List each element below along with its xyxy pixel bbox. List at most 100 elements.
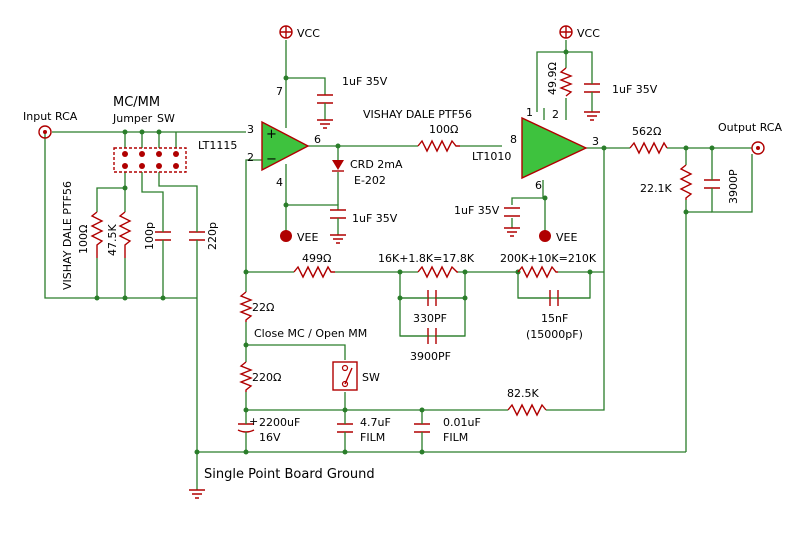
jumper-label: Jumper: [112, 112, 153, 125]
pin-u2-8: 8: [510, 133, 517, 146]
r82k5-label: 82.5K: [507, 387, 539, 400]
c15nf-alt-label: (15000pF): [526, 328, 583, 341]
c3900pf-label: 3900PF: [410, 350, 451, 363]
vee-label-left: VEE: [297, 231, 318, 244]
c0u01-type-label: FILM: [443, 431, 468, 444]
r49-9-label: 49.9Ω: [546, 62, 559, 95]
cap-plus-sign: +: [249, 415, 258, 428]
resistor-562: [629, 141, 668, 155]
ground-symbols: [189, 111, 600, 499]
r22-label: 22Ω: [252, 301, 274, 314]
cap-u2-bottom: [504, 207, 520, 217]
resistor-47k5: [118, 211, 132, 258]
crd-diode: [332, 160, 344, 172]
pin-u1-7: 7: [276, 85, 283, 98]
cap-u1-bottom: [330, 209, 346, 219]
pin-u2-1: 1: [526, 106, 533, 119]
junctions: [94, 49, 715, 455]
c15nf-label: 15nF: [541, 312, 568, 325]
cap-0u01: [414, 423, 430, 433]
opamp-plus-sign: +: [266, 127, 277, 142]
vishay-side-label: VISHAY DALE PTF56: [61, 181, 74, 290]
input-rca-connector: [38, 125, 52, 139]
resistor-100-top: [417, 139, 460, 153]
vcc-label-right: VCC: [577, 27, 600, 40]
r100-top-label: 100Ω: [429, 123, 458, 136]
input-rca-label: Input RCA: [23, 110, 78, 123]
lt1010-label: LT1010: [472, 150, 511, 163]
r100-side-label: 100Ω: [77, 225, 90, 254]
vee-label-right: VEE: [556, 231, 577, 244]
resistor-22: [239, 291, 253, 322]
lt1115-label: LT1115: [198, 139, 237, 152]
pin-u1-4: 4: [276, 176, 283, 189]
r562-label: 562Ω: [632, 125, 661, 138]
r17k8-label: 16K+1.8K=17.8K: [378, 252, 475, 265]
cap-u1-top: [317, 94, 333, 104]
pin-u2-6: 6: [535, 179, 542, 192]
c2200u-label: 2200uF: [259, 416, 300, 429]
cap-4u7: [337, 423, 353, 433]
c3900p-out-label: 3900P: [727, 169, 740, 204]
resistor-100-side: [90, 211, 104, 258]
output-rca-label: Output RCA: [718, 121, 782, 134]
resistor-82k5: [507, 403, 547, 417]
cap-3900p-out: [704, 179, 720, 189]
resistor-17k8: [417, 265, 458, 279]
pin-u1-2: 2: [247, 151, 254, 164]
mc-mm-switch: [332, 361, 358, 391]
resistor-49-9: [559, 67, 573, 97]
ground-label: Single Point Board Ground: [204, 467, 375, 482]
vcc-label-left: VCC: [297, 27, 320, 40]
cap-u2-top: [584, 83, 600, 93]
e202-label: E-202: [354, 174, 386, 187]
r47k5-label: 47.5K: [106, 224, 119, 256]
resistor-210k: [517, 265, 558, 279]
resistor-22-1k: [679, 164, 693, 200]
pin-u1-3: 3: [247, 123, 254, 136]
sw-bottom-label: SW: [362, 371, 380, 384]
pin-u2-2: 2: [552, 108, 559, 121]
c0u01-label: 0.01uF: [443, 416, 481, 429]
cap-220p: [189, 231, 205, 241]
opamp-minus-sign: −: [266, 152, 277, 167]
opamp-lt1115: [261, 120, 310, 172]
c2200u-v-label: 16V: [259, 431, 281, 444]
sw-top-label: SW: [157, 112, 175, 125]
r210k-label: 200K+10K=210K: [500, 252, 597, 265]
vcc-symbol-left: [279, 25, 293, 39]
output-rca-connector: [751, 141, 765, 155]
c4u7-label: 4.7uF: [360, 416, 391, 429]
resistor-220: [239, 361, 253, 392]
pin-u1-6: 6: [314, 133, 321, 146]
c220p-label: 220p: [206, 222, 219, 250]
vishay-top-label: VISHAY DALE PTF56: [363, 108, 472, 121]
vcc-symbol-right: [559, 25, 573, 39]
resistor-499: [293, 265, 335, 279]
cap-u2-bottom-label: 1uF 35V: [454, 204, 500, 217]
vee-dot-left: [280, 230, 292, 242]
capacitors: [155, 80, 720, 438]
cap-100p: [155, 231, 171, 241]
r499-label: 499Ω: [302, 252, 331, 265]
r220-label: 220Ω: [252, 371, 281, 384]
opamp-lt1010: [521, 116, 588, 180]
c100p-label: 100p: [143, 222, 156, 250]
vee-dot-right: [539, 230, 551, 242]
jumper-block: [113, 147, 187, 173]
wires: [44, 40, 753, 490]
mcmm-title: MC/MM: [113, 95, 160, 110]
cap-u2-top-label: 1uF 35V: [612, 83, 658, 96]
c330pf-label: 330PF: [413, 312, 447, 325]
c4u7-type-label: FILM: [360, 431, 385, 444]
r22-1k-label: 22.1K: [640, 182, 672, 195]
crd-label: CRD 2mA: [350, 158, 403, 171]
labels: VCC VCC Input RCA Output RCA MC/MM Jumpe…: [23, 27, 782, 482]
cap-u1-top-label: 1uF 35V: [342, 75, 388, 88]
close-mc-label: Close MC / Open MM: [254, 327, 367, 340]
resistors: [90, 67, 693, 417]
pin-u2-3: 3: [592, 135, 599, 148]
cap-u1-bottom-label: 1uF 35V: [352, 212, 398, 225]
